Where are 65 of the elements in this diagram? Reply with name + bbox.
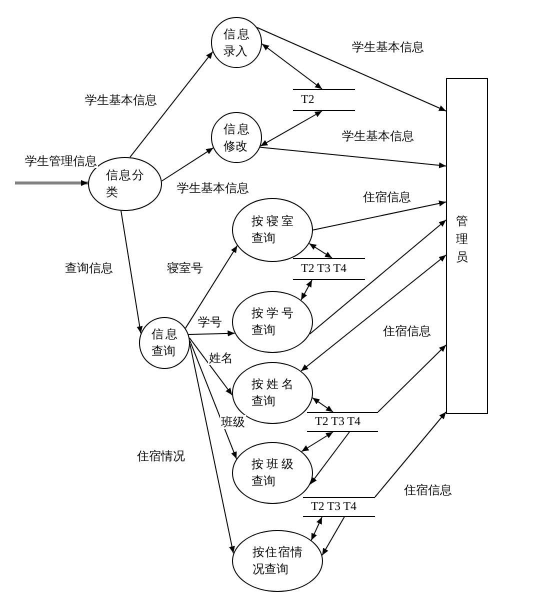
data-store-label: T2 T3 T4 (301, 262, 347, 276)
arrow (378, 344, 446, 412)
edge-label: 查询信息 (64, 261, 114, 275)
process-ellipse (232, 442, 313, 504)
process-label: 信息分类 (106, 167, 144, 201)
data-store (303, 497, 375, 517)
double-arrow (262, 43, 322, 90)
edge-label: 住宿信息 (382, 324, 432, 338)
process-circle (211, 17, 262, 68)
arrow (374, 412, 446, 498)
process-label: 按学号查询 (252, 305, 294, 339)
edge-label: 学生管理信息 (24, 154, 98, 168)
edge-label: 学生基本信息 (84, 93, 158, 107)
arrow (161, 147, 214, 182)
arrow (130, 51, 214, 158)
process-ellipse (232, 291, 313, 353)
process-label: 信息查询 (152, 326, 178, 360)
entity-label: 管理员 (456, 213, 468, 266)
edge-label: 寝室号 (166, 261, 204, 275)
arrow (260, 146, 446, 168)
edge-label: 学号 (197, 315, 223, 329)
double-arrow (308, 243, 332, 258)
data-store (293, 89, 355, 111)
arrow (310, 432, 350, 485)
process-label: 按班级查询 (252, 456, 294, 490)
double-arrow (301, 432, 334, 452)
process-label: 信息录入 (224, 26, 250, 60)
process-ellipse (232, 530, 323, 592)
process-label: 按寝室查询 (252, 213, 294, 247)
double-arrow (310, 516, 322, 541)
data-store-label: T2 T3 T4 (311, 500, 357, 514)
process-ellipse (232, 198, 313, 262)
arrow (15, 180, 88, 186)
double-arrow (312, 397, 334, 412)
edge-label: 学生基本信息 (176, 181, 250, 195)
data-store-label: T2 (301, 93, 314, 107)
double-arrow (300, 280, 312, 300)
process-label: 信息修改 (224, 120, 250, 154)
double-arrow (260, 110, 322, 147)
data-store (307, 412, 378, 432)
arrow (190, 344, 235, 554)
arrow (256, 27, 446, 112)
edge-label: 班级 (220, 415, 246, 429)
edge-label: 住宿信息 (362, 190, 412, 204)
edge-label: 姓名 (208, 351, 234, 365)
double-arrow (300, 254, 446, 372)
edge-label: 学生基本信息 (351, 40, 425, 54)
data-store (293, 258, 365, 280)
edge-label: 住宿情况 (136, 449, 186, 463)
process-circle (139, 317, 190, 369)
arrow (312, 200, 446, 230)
arrow (189, 337, 233, 396)
process-label: 按姓名查询 (252, 376, 294, 410)
process-circle (211, 112, 262, 163)
arrow (309, 220, 446, 334)
process-label: 按住宿情况查询 (252, 544, 302, 578)
edge-label: 学生基本信息 (341, 129, 415, 143)
edge-label: 住宿信息 (403, 483, 453, 497)
arrow (188, 330, 236, 336)
arrow (185, 245, 238, 329)
data-store-label: T2 T3 T4 (315, 415, 361, 429)
arrow (189, 340, 237, 460)
arrow (322, 516, 345, 556)
external-entity-box (446, 78, 488, 414)
arrow (120, 210, 143, 334)
